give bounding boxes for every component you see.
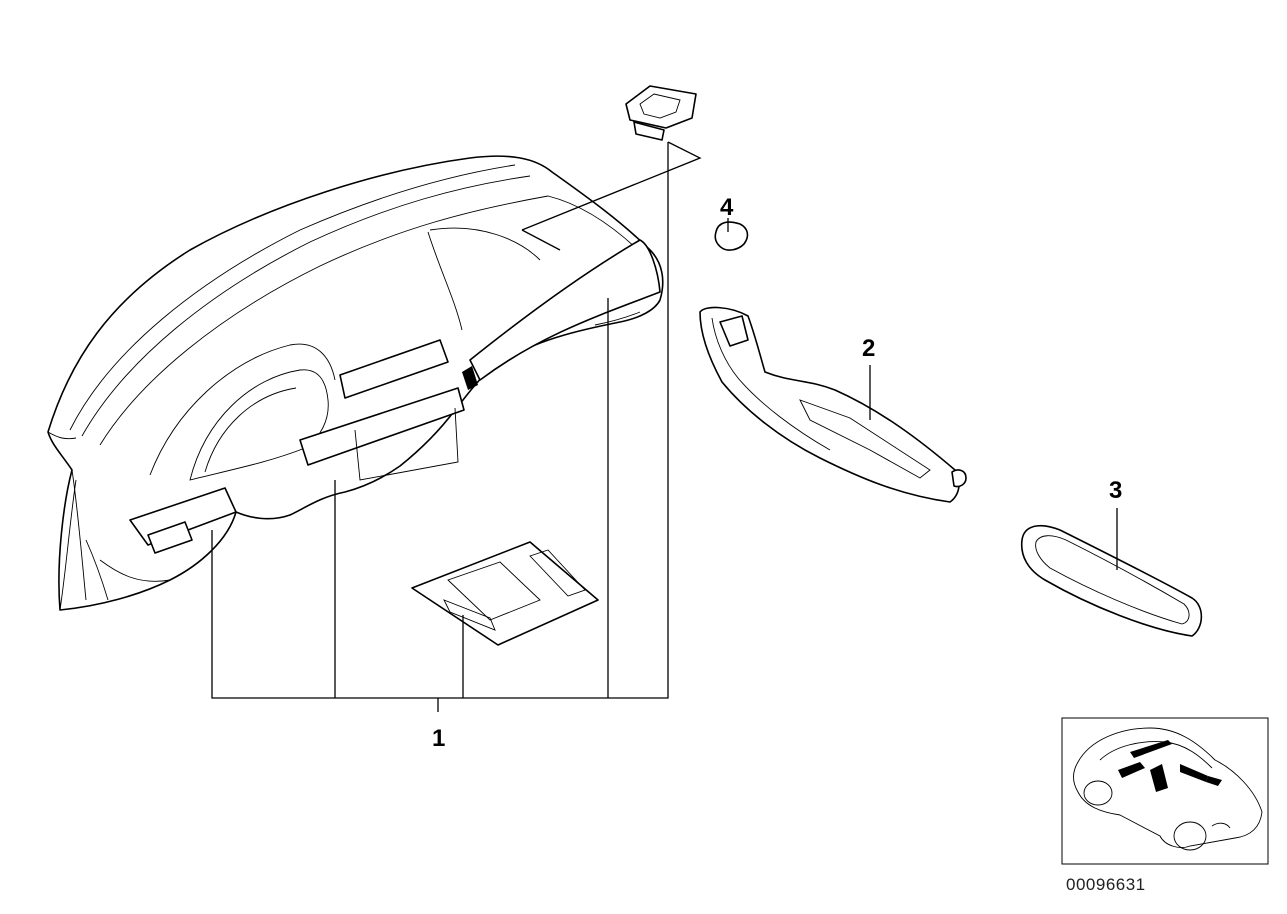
car-location-inset [1061,717,1269,865]
part-3-trim-panel-illustration [1020,524,1203,637]
leader-lines-part-1 [211,141,702,712]
part-2-trim-strip-illustration [699,306,967,503]
callout-part-3: 3 [1109,477,1122,504]
diagram-reference-number: 00096631 [1066,875,1146,894]
trim-clip-illustration [625,85,697,141]
leader-lines-parts-2-3-4 [727,218,1118,570]
callout-part-4: 4 [720,194,734,221]
callout-part-1: 1 [432,725,445,752]
callout-part-2: 2 [862,335,875,362]
center-console-trim-illustration [411,541,599,646]
part-4-cap-illustration [714,221,749,251]
dashboard-illustration [47,155,664,611]
